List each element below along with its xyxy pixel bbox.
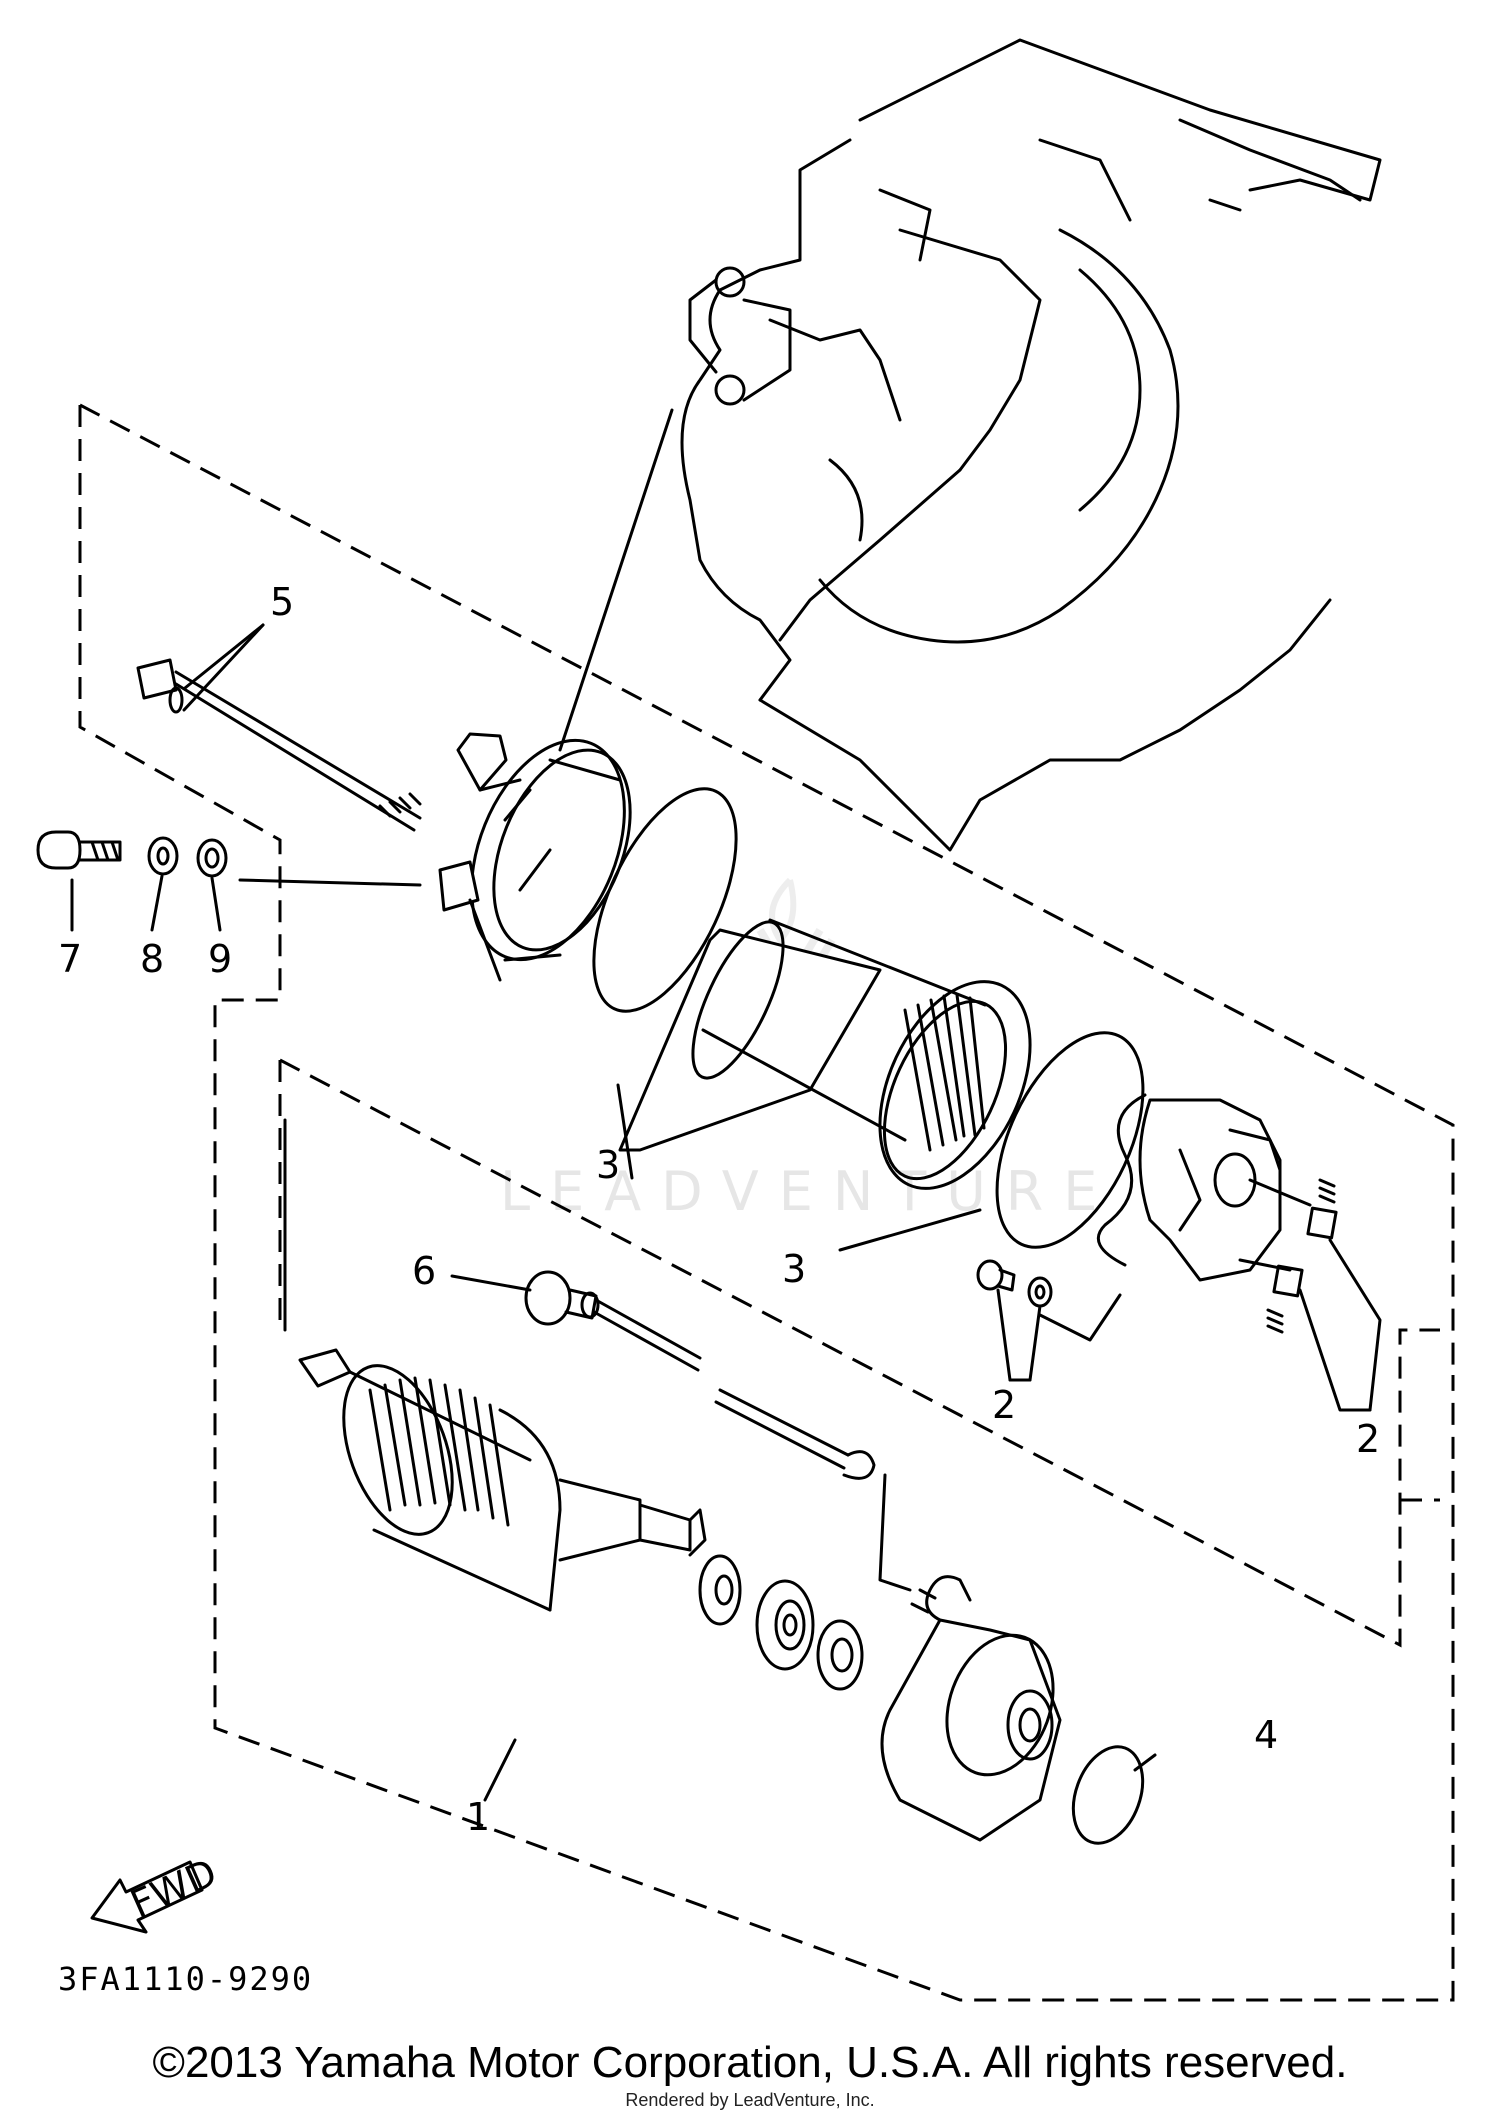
fwd-label: FWD — [124, 1850, 223, 1926]
diagram-code: 3FA1110-9290 — [58, 1960, 314, 1998]
callout-3-upper: 3 — [596, 1143, 620, 1187]
rear-cover — [880, 1575, 1062, 1842]
yoke-housing — [618, 918, 1032, 1190]
brush-holder-assembly — [1096, 1093, 1338, 1334]
o-ring-3-upper — [592, 787, 738, 1013]
washer-9 — [196, 838, 228, 878]
leader-lines — [70, 408, 1382, 1802]
bolt-7 — [36, 830, 122, 870]
callout-3-lower: 3 — [782, 1247, 806, 1291]
oil-seal — [816, 1619, 864, 1691]
assembly-boundary-inner — [278, 1058, 1440, 1648]
crankcase-outline — [680, 38, 1382, 852]
rendered-by-note: Rendered by LeadVenture, Inc. — [625, 2090, 875, 2110]
fwd-arrow-icon — [90, 1860, 204, 1934]
front-cover — [438, 732, 632, 982]
through-bolt-5 — [136, 658, 422, 832]
o-ring-3-lower — [995, 1031, 1145, 1249]
bolt-2 — [976, 1259, 1016, 1292]
callout-6: 6 — [412, 1249, 436, 1293]
bearing — [755, 1579, 815, 1671]
callout-2-left: 2 — [992, 1383, 1016, 1427]
callout-4: 4 — [1254, 1713, 1278, 1757]
watermark-text: LEADVENTURE — [500, 1160, 1117, 1223]
bolt-6-with-terminal — [524, 1270, 876, 1480]
callout-2-right: 2 — [1356, 1417, 1380, 1461]
washer-shaft — [698, 1554, 742, 1626]
callout-9: 9 — [208, 937, 232, 981]
washer-2 — [1027, 1276, 1053, 1308]
callout-5: 5 — [270, 580, 294, 624]
callout-8: 8 — [140, 937, 164, 981]
armature — [298, 1348, 707, 1612]
callout-1: 1 — [466, 1795, 490, 1839]
o-ring-4 — [1071, 1745, 1145, 1845]
callout-7: 7 — [58, 937, 82, 981]
copyright-notice: ©2013 Yamaha Motor Corporation, U.S.A. A… — [152, 2038, 1348, 2087]
assembly-boundary-outer — [78, 403, 1455, 2002]
lock-washer-8 — [147, 836, 179, 876]
